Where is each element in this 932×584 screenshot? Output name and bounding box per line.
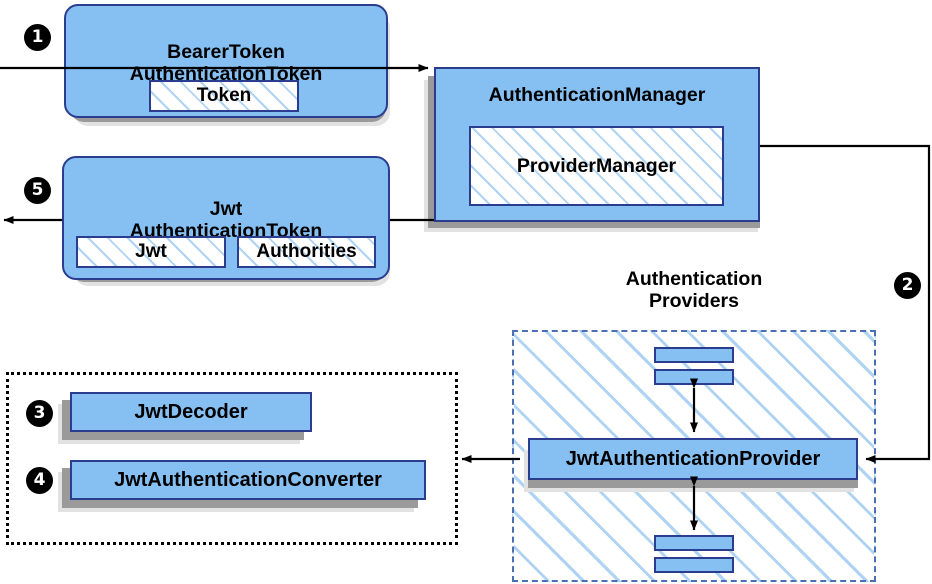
jwt-token-title-line1: Jwt: [209, 198, 243, 221]
step-2-number: 2: [901, 275, 914, 295]
step-marker-4: 4: [26, 467, 53, 494]
providers-label-line1: Authentication: [625, 268, 763, 290]
provider-manager-label: ProviderManager: [516, 154, 677, 177]
step-marker-5: 5: [24, 177, 51, 204]
provider-placeholder-bar-top-2: [654, 369, 734, 385]
jwt-authentication-provider-box[interactable]: JwtAuthenticationProvider: [528, 438, 858, 480]
jwt-authentication-converter-box[interactable]: JwtAuthenticationConverter: [70, 460, 426, 500]
jwt-decoder-box[interactable]: JwtDecoder: [70, 392, 312, 432]
authorities-inner-box[interactable]: Authorities: [237, 236, 376, 268]
authorities-label: Authorities: [256, 241, 357, 262]
jwt-authentication-converter-label: JwtAuthenticationConverter: [114, 468, 382, 491]
step-3-number: 3: [33, 403, 46, 423]
token-label: Token: [196, 85, 252, 106]
authentication-manager-title: AuthenticationManager: [488, 84, 706, 106]
bearer-token-title-line1: BearerToken: [167, 40, 285, 63]
provider-placeholder-bar-bottom-2: [654, 557, 734, 573]
step-1-number: 1: [31, 27, 44, 47]
jwt-support-components-zone: [6, 372, 458, 545]
jwt-label: Jwt: [135, 241, 167, 262]
jwt-inner-box[interactable]: Jwt: [76, 236, 226, 268]
provider-placeholder-bar-top-1: [654, 347, 734, 363]
step-marker-2: 2: [894, 272, 921, 299]
jwt-authentication-provider-label: JwtAuthenticationProvider: [565, 447, 821, 470]
providers-label-line2: Providers: [649, 290, 739, 313]
authentication-providers-label: Authentication Providers: [594, 268, 794, 313]
token-inner-box[interactable]: Token: [149, 80, 299, 112]
step-marker-3: 3: [26, 400, 53, 427]
jwt-decoder-label: JwtDecoder: [134, 400, 248, 423]
step-4-number: 4: [33, 470, 46, 490]
provider-manager-inner-box[interactable]: ProviderManager: [469, 126, 724, 206]
provider-placeholder-bar-bottom-1: [654, 535, 734, 551]
step-marker-1: 1: [24, 24, 51, 51]
step-5-number: 5: [31, 180, 44, 200]
